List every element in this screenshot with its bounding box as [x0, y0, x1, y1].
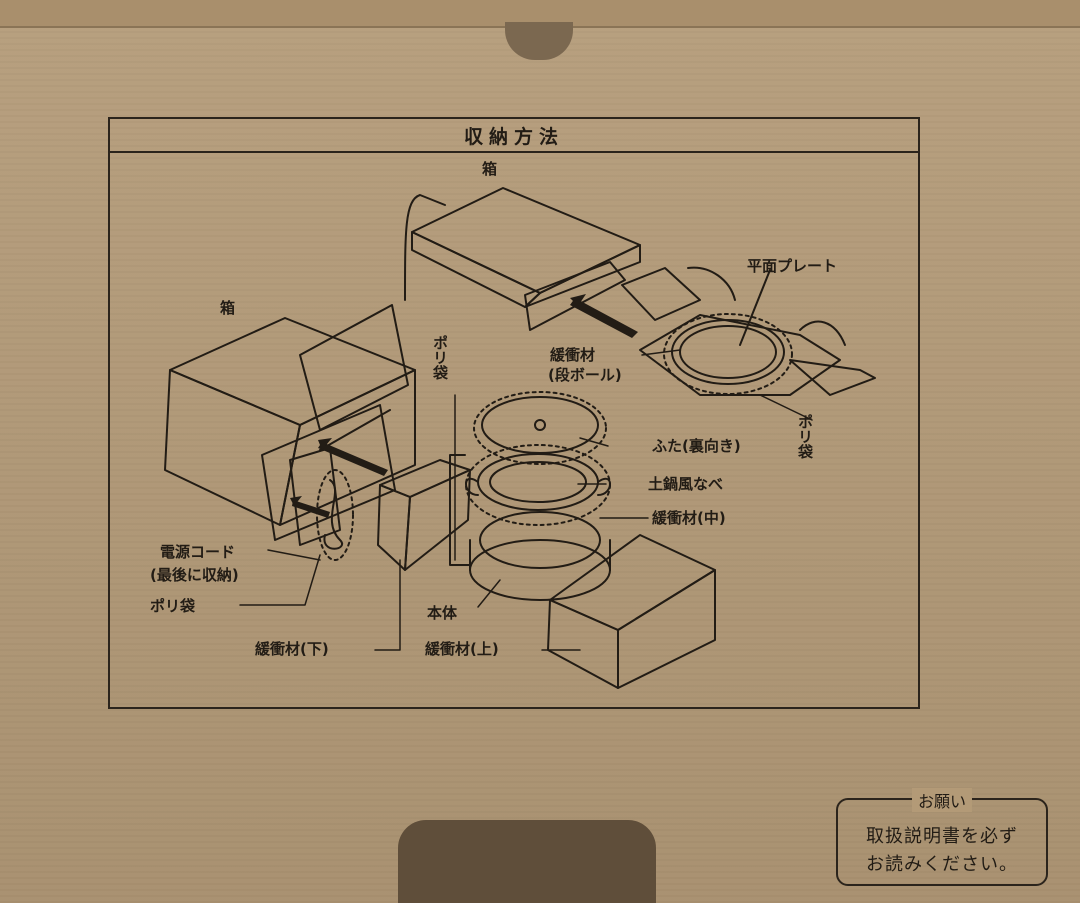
label-pot: 土鍋風なべ — [648, 475, 724, 493]
stack-illustration — [449, 391, 611, 601]
label-power-cord-2: (最後に収納) — [150, 566, 239, 584]
cushion-top-illustration — [547, 534, 716, 689]
label-box-top: 箱 — [482, 160, 498, 178]
label-main-body: 本体 — [427, 604, 458, 622]
notice-line-2: お読みください。 — [866, 854, 1018, 875]
label-cushion-corrugated-2: (段ボール) — [548, 366, 622, 384]
label-lid: ふた(裏向き) — [652, 437, 741, 455]
label-poly-bag-bottom: ポリ袋 — [150, 597, 196, 615]
handle-notch-bottom — [398, 820, 656, 903]
top-box-illustration — [404, 187, 641, 331]
label-cushion-bottom: 緩衝材(下) — [255, 640, 329, 658]
label-flat-plate: 平面プレート — [747, 257, 838, 275]
storage-instructions-panel: 収納方法 — [108, 117, 920, 709]
left-box-illustration — [164, 304, 416, 546]
label-cushion-middle: 緩衝材(中) — [652, 509, 726, 527]
notice-line-1: 取扱説明書を必ず — [866, 826, 1018, 847]
panel-title: 収納方法 — [463, 125, 564, 148]
label-poly-bag-vertical: ポリ袋 — [431, 335, 449, 380]
leader-lines — [239, 349, 813, 651]
label-box-left: 箱 — [220, 299, 236, 317]
label-poly-bag-right: ポリ袋 — [796, 414, 814, 459]
notice-title: お願い — [911, 788, 973, 812]
label-power-cord-1: 電源コード — [160, 543, 236, 561]
label-cushion-top: 緩衝材(上) — [425, 640, 499, 658]
arrows — [290, 294, 638, 518]
flat-plate-illustration — [621, 266, 876, 396]
power-cord-illustration — [316, 469, 354, 561]
notice-box: お願い 取扱説明書を必ず お読みください。 — [836, 788, 1048, 886]
panel-header: 収納方法 — [110, 119, 918, 153]
label-cushion-corrugated-1: 緩衝材 — [550, 346, 596, 364]
